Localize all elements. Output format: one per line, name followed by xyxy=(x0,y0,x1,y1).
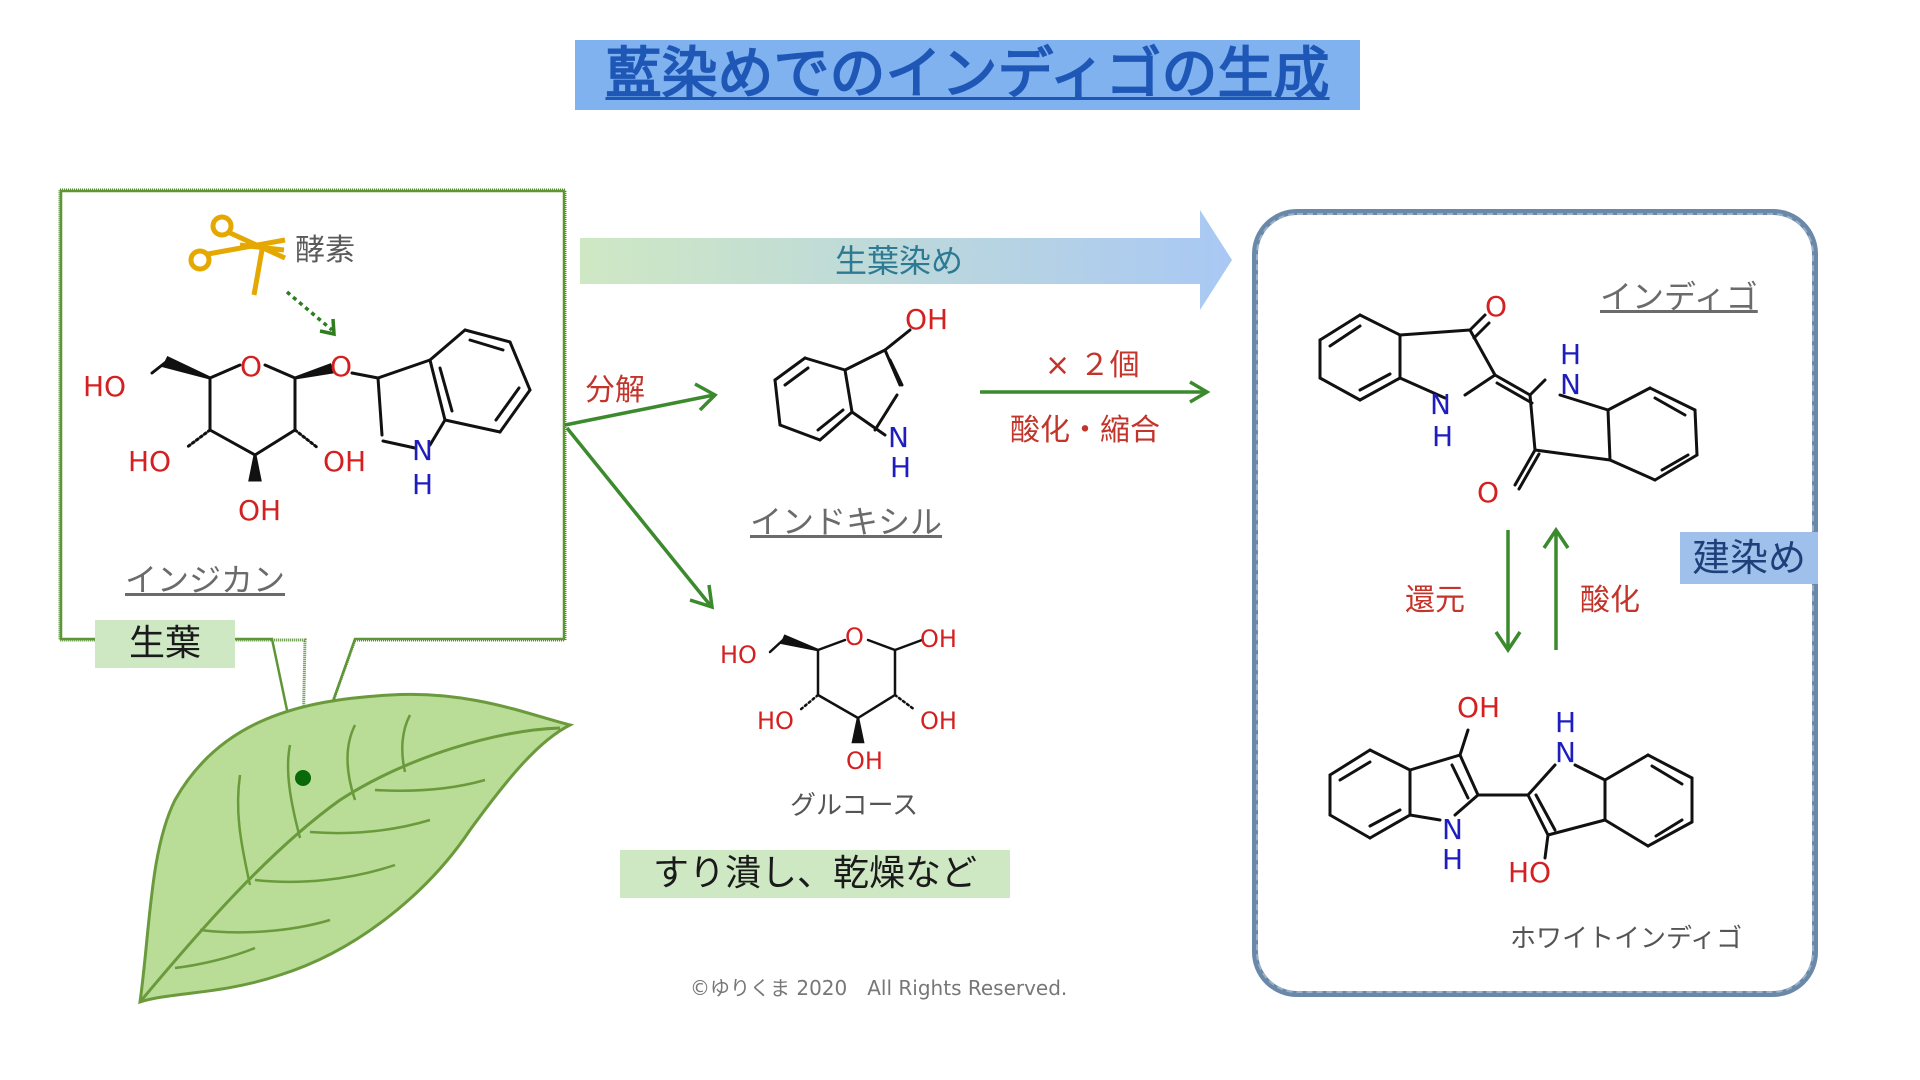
atom-ho: HO xyxy=(720,641,757,669)
atom-h: H xyxy=(1560,338,1582,371)
atom-o: O xyxy=(1485,290,1508,323)
atom-h: H xyxy=(1432,420,1454,453)
atom-n: N xyxy=(1555,736,1576,769)
vat-dyeing-label: 建染め xyxy=(1680,532,1818,584)
atom-oh: OH xyxy=(1457,691,1501,724)
atom-n: N xyxy=(888,421,909,454)
callout-box xyxy=(58,188,567,789)
atom-oh: OH xyxy=(905,303,949,336)
atom-ho: HO xyxy=(128,445,172,478)
glucose-label: グルコース xyxy=(790,791,919,821)
atom-n: N xyxy=(1430,388,1451,421)
indigo-panel-border xyxy=(1252,209,1818,997)
oxidation-condensation-label: 酸化・縮合 xyxy=(1010,413,1160,448)
decompose-label: 分解 xyxy=(585,373,645,408)
fresh-leaf-label: 生葉 xyxy=(95,620,235,668)
indigo-label: インディゴ xyxy=(1600,278,1758,316)
atom-h: H xyxy=(412,468,434,501)
white-indigo-structure xyxy=(1328,728,1694,860)
atom-oh: OH xyxy=(920,707,957,735)
atom-o: O xyxy=(845,623,864,651)
indican-structure xyxy=(150,328,532,482)
oxidation-label: 酸化 xyxy=(1580,583,1640,618)
enzyme-label: 酵素 xyxy=(295,233,355,268)
scissors-icon xyxy=(188,214,287,296)
atom-ho: HO xyxy=(1508,856,1552,889)
indigo-structure xyxy=(1318,313,1699,491)
atom-ho: HO xyxy=(757,707,794,735)
glucose-structure xyxy=(768,634,924,744)
atom-o: O xyxy=(240,350,263,383)
atom-ho: HO xyxy=(83,370,127,403)
atom-n: N xyxy=(412,434,433,467)
white-indigo-label: ホワイトインディゴ xyxy=(1510,924,1743,954)
atom-oh: OH xyxy=(238,494,282,527)
atom-n: N xyxy=(1442,813,1463,846)
atom-h: H xyxy=(1555,706,1577,739)
crush-dry-label: すり潰し、乾燥など xyxy=(620,850,1010,898)
atom-n: N xyxy=(1560,368,1581,401)
indican-label: インジカン xyxy=(125,561,286,599)
dimerize-arrow xyxy=(980,380,1211,404)
times-two-label: × ２個 xyxy=(1045,348,1140,383)
atom-oh: OH xyxy=(323,445,367,478)
enzyme-dotted-arrow xyxy=(285,290,336,337)
leaf-illustration xyxy=(138,692,575,1005)
fresh-leaf-dyeing-arrow xyxy=(580,210,1232,310)
indoxyl-structure xyxy=(773,328,912,442)
decompose-arrows xyxy=(564,382,718,610)
atom-o: O xyxy=(1477,476,1500,509)
indoxyl-label: インドキシル xyxy=(750,503,943,541)
fresh-leaf-dyeing-label: 生葉染め xyxy=(835,242,964,280)
atom-oh: OH xyxy=(846,747,883,775)
copyright-text: ©ゆりくま 2020 All Rights Reserved. xyxy=(690,976,1068,1000)
redox-arrows xyxy=(1494,526,1570,654)
callout-box-outline xyxy=(59,189,566,791)
atom-o: O xyxy=(330,350,353,383)
page-title: 藍染めでのインディゴの生成 xyxy=(575,40,1360,110)
reduction-label: 還元 xyxy=(1405,583,1465,618)
atom-h: H xyxy=(890,451,912,484)
atom-h: H xyxy=(1442,843,1464,876)
atom-oh: OH xyxy=(920,625,957,653)
